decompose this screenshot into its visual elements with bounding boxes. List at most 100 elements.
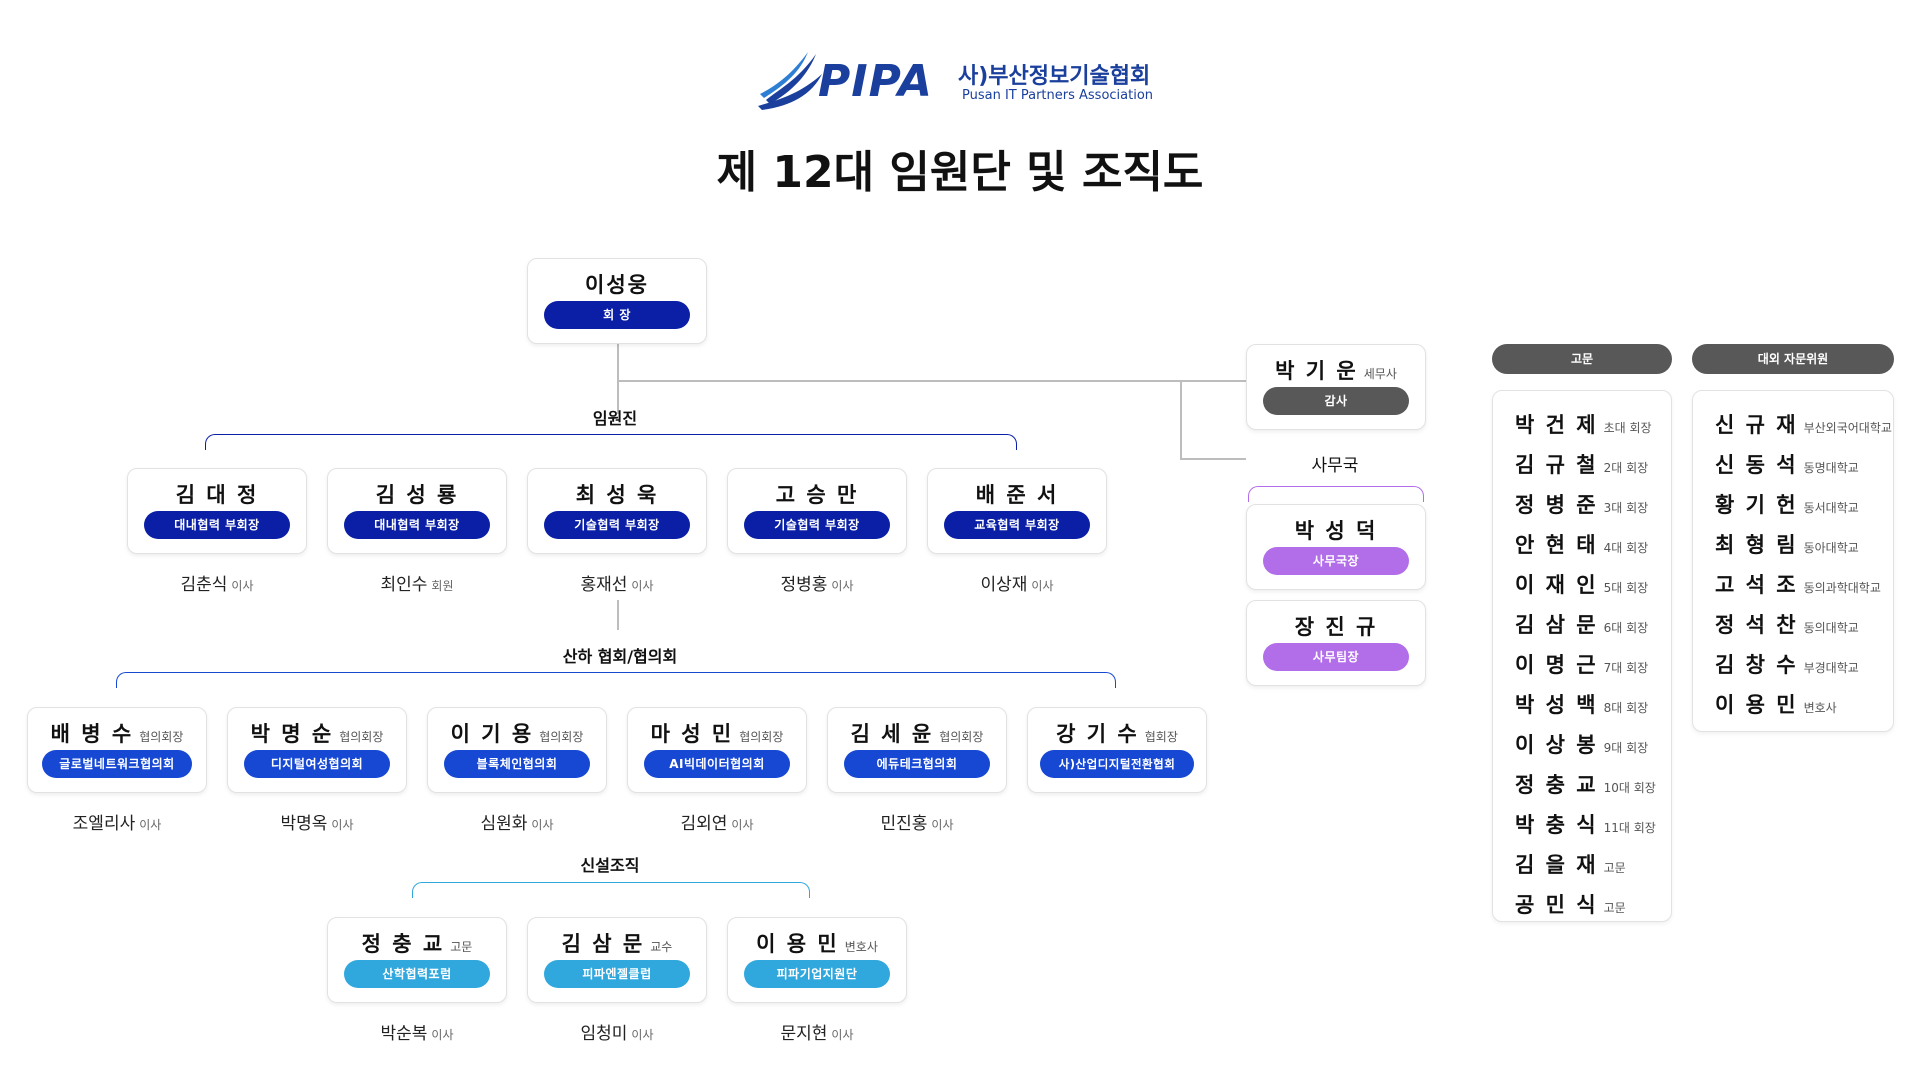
affiliate-name-text: 김 세 윤 <box>850 722 934 746</box>
new-org-card: 정 충 교 고문 산학협력포럼 <box>327 917 507 1003</box>
advisor-item-title: 6대 회장 <box>1603 621 1649 635</box>
external-advisor-item-title: 동명대학교 <box>1803 461 1859 475</box>
connector-office-vertical <box>1180 380 1182 460</box>
office-member-card: 장 진 규 사무팀장 <box>1246 600 1426 686</box>
deputy-name: 임청미 <box>580 1024 628 1044</box>
affiliate-note: 협의회장 <box>539 730 584 744</box>
executive-card: 김 대 정 대내협력 부회장 <box>127 468 307 554</box>
logo-wordmark: PIPA <box>818 56 933 107</box>
affiliate-note: 협의회장 <box>939 730 984 744</box>
office-member-name: 박 성 덕 <box>1294 519 1378 543</box>
advisor-item-title: 7대 회장 <box>1603 661 1649 675</box>
advisor-item-name: 안 현 태 <box>1515 533 1598 557</box>
affiliate-name: 박 명 순 협의회장 <box>228 718 406 748</box>
affiliate-name: 김 세 윤 협의회장 <box>828 718 1006 748</box>
new-org-name-text: 정 충 교 <box>361 932 445 956</box>
affiliate-org: 디지털여성협의회 <box>244 750 390 778</box>
executive-card: 최 성 욱 기술협력 부회장 <box>527 468 707 554</box>
deputy-name: 홍재선 <box>580 575 628 595</box>
bracket-new-org <box>412 882 810 898</box>
connector-office-horizontal <box>1180 458 1246 460</box>
deputy-name: 정병홍 <box>780 575 828 595</box>
new-org-name-text: 김 삼 문 <box>561 932 645 956</box>
connector-president-auditor <box>617 380 1247 382</box>
deputy-title: 이사 <box>431 1028 454 1042</box>
advisor-item-name: 정 충 교 <box>1515 773 1598 797</box>
advisor-item-title: 고문 <box>1603 901 1626 915</box>
advisor-item-name: 김 규 철 <box>1515 453 1598 477</box>
new-org-unit: 산학협력포럼 <box>344 960 490 988</box>
external-advisor-item-name: 최 형 림 <box>1715 533 1798 557</box>
affiliate-note: 협의회장 <box>339 730 384 744</box>
new-org-name-text: 이 용 민 <box>756 932 839 956</box>
affiliate-name-text: 배 병 수 <box>50 722 134 746</box>
external-advisor-item: 김 창 수 부경대학교 <box>1715 649 1859 679</box>
advisor-item-name: 이 명 근 <box>1515 653 1598 677</box>
executive-name: 김 대 정 <box>175 483 259 507</box>
advisor-item-name: 박 충 식 <box>1515 813 1598 837</box>
label-executives: 임원진 <box>592 409 638 428</box>
external-advisor-item-title: 부경대학교 <box>1803 661 1859 675</box>
advisor-item-name: 공 민 식 <box>1515 893 1598 917</box>
affiliate-name-text: 박 명 순 <box>250 722 334 746</box>
advisor-item-title: 10대 회장 <box>1603 781 1656 795</box>
deputy-name: 심원화 <box>480 814 528 834</box>
affiliate-note: 협회장 <box>1144 730 1178 744</box>
affiliate-name: 강 기 수 협회장 <box>1028 718 1206 748</box>
affiliate-name-text: 강 기 수 <box>1056 722 1139 746</box>
president-card: 이성웅 회 장 <box>527 258 707 344</box>
advisor-item-title: 5대 회장 <box>1603 581 1649 595</box>
executive-name: 배 준 서 <box>975 483 1059 507</box>
external-advisor-item-name: 김 창 수 <box>1715 653 1798 677</box>
new-org-note: 고문 <box>450 940 473 954</box>
advisor-item: 정 충 교 10대 회장 <box>1515 769 1656 799</box>
deputy-title: 이사 <box>1031 579 1054 593</box>
external-advisor-item-title: 변호사 <box>1803 701 1837 715</box>
connector-president-trunk <box>617 342 619 414</box>
logo-english-name: Pusan IT Partners Association <box>962 88 1154 103</box>
auditor-note: 세무사 <box>1363 367 1397 381</box>
deputy-name: 문지현 <box>780 1024 828 1044</box>
president-role-badge: 회 장 <box>544 301 690 329</box>
external-advisors-header: 대외 자문위원 <box>1692 344 1894 374</box>
advisor-item: 공 민 식 고문 <box>1515 889 1626 919</box>
advisor-item-title: 9대 회장 <box>1603 741 1649 755</box>
pipa-logo: PIPA 사)부산정보기술협회 Pusan IT Partners Associ… <box>758 50 1168 112</box>
advisor-item-name: 박 성 백 <box>1515 693 1598 717</box>
affiliate-name: 이 기 용 협의회장 <box>428 718 606 748</box>
executive-role: 대내협력 부회장 <box>144 511 290 539</box>
deputy-title: 이사 <box>631 1028 654 1042</box>
external-advisor-item-name: 신 동 석 <box>1715 453 1798 477</box>
new-org-note: 교수 <box>650 940 673 954</box>
executive-card: 배 준 서 교육협력 부회장 <box>927 468 1107 554</box>
new-org-unit: 피파기업지원단 <box>744 960 890 988</box>
external-advisor-item-name: 고 석 조 <box>1715 573 1798 597</box>
affiliate-note: 협의회장 <box>139 730 184 744</box>
affiliate-name-text: 이 기 용 <box>450 722 534 746</box>
pipa-logo-icon <box>758 52 822 110</box>
advisor-item-name: 박 건 제 <box>1515 413 1598 437</box>
new-org-unit: 피파엔젤클럽 <box>544 960 690 988</box>
deputy-title: 이사 <box>531 818 554 832</box>
affiliate-name-text: 마 성 민 <box>650 722 734 746</box>
page-title: 제 12대 임원단 및 조직도 <box>716 147 1204 198</box>
deputy-title: 이사 <box>931 818 954 832</box>
